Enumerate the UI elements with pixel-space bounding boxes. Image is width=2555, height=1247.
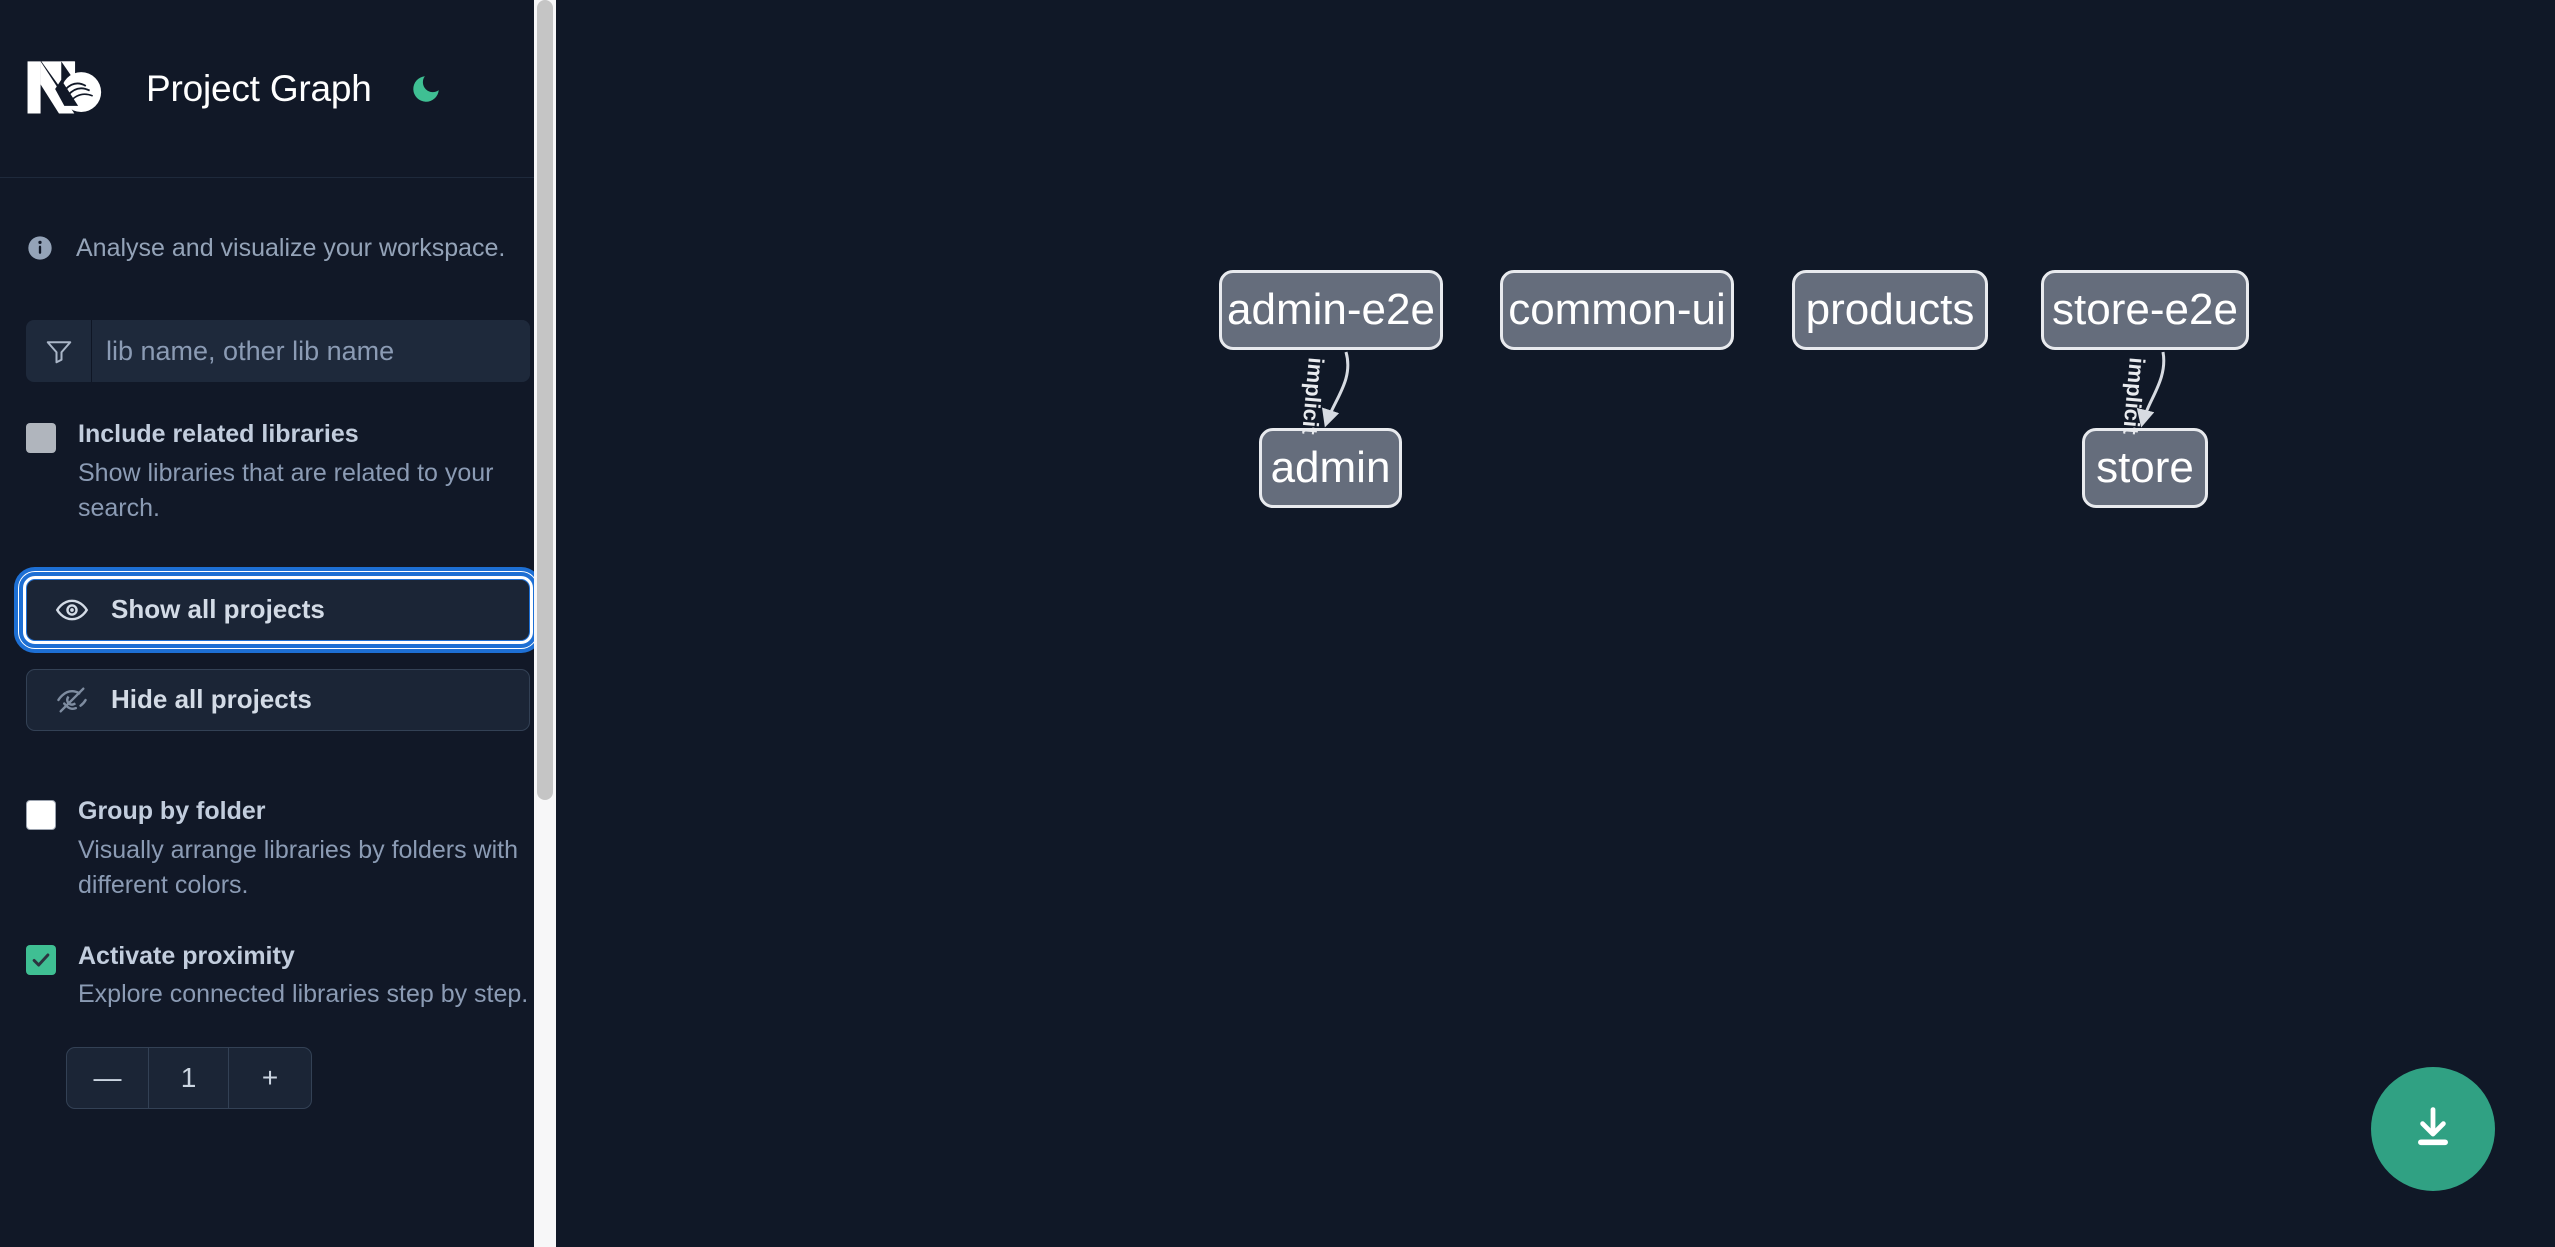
- sidebar-scrollbar-thumb[interactable]: [537, 0, 553, 800]
- stepper-value: 1: [149, 1047, 229, 1108]
- checkbox-activate-proximity[interactable]: [26, 944, 56, 975]
- graph-node-admin-e2e[interactable]: admin-e2e: [1219, 270, 1443, 350]
- moon-icon[interactable]: [406, 69, 446, 109]
- option-activate-proximity[interactable]: Activate proximity Explore connected lib…: [26, 940, 530, 1013]
- eye-off-icon: [53, 681, 91, 719]
- search-input[interactable]: [92, 320, 530, 382]
- sidebar: Project Graph Analyse and visualize your…: [0, 0, 556, 1247]
- filter-field[interactable]: [26, 320, 530, 382]
- option-include-related-libraries[interactable]: Include related libraries Show libraries…: [26, 418, 530, 527]
- stepper-increment-button[interactable]: +: [261, 1061, 279, 1093]
- option-description: Visually arrange libraries by folders wi…: [78, 835, 519, 900]
- graph-edges: [1322, 351, 2166, 428]
- option-label: Activate proximity: [78, 941, 295, 970]
- show-all-projects-label: Show all projects: [111, 594, 325, 625]
- download-icon: [2407, 1102, 2459, 1157]
- graph-node-store-e2e[interactable]: store-e2e: [2041, 270, 2249, 350]
- graph-node-common-ui[interactable]: common-ui: [1500, 270, 1734, 350]
- sidebar-body: Include related libraries Show libraries…: [0, 320, 556, 1109]
- option-description: Explore connected libraries step by step…: [78, 980, 529, 1009]
- nx-logo-icon: [26, 58, 118, 120]
- edge-admin-e2e-admin: [1322, 351, 1350, 428]
- option-group-by-folder[interactable]: Group by folder Visually arrange librari…: [26, 795, 530, 904]
- eye-icon: [53, 591, 91, 629]
- tagline-text: Analyse and visualize your workspace.: [76, 233, 506, 262]
- sidebar-header: Project Graph: [0, 0, 556, 178]
- option-description: Show libraries that are related to your …: [78, 458, 494, 523]
- graph-canvas[interactable]: admin-e2e common-ui products store-e2e a…: [556, 0, 2555, 1247]
- sidebar-scrollbar[interactable]: [534, 0, 556, 1247]
- spacer: [26, 731, 530, 759]
- show-all-projects-button[interactable]: Show all projects: [19, 571, 537, 648]
- checkbox-include-related-libraries[interactable]: [26, 423, 56, 453]
- hide-all-projects-label: Hide all projects: [111, 684, 312, 715]
- graph-node-products[interactable]: products: [1792, 270, 1988, 350]
- graph-node-admin[interactable]: admin: [1259, 428, 1402, 508]
- funnel-icon: [26, 320, 92, 382]
- download-graph-button[interactable]: [2371, 1067, 2495, 1191]
- hide-all-projects-button[interactable]: Hide all projects: [26, 668, 530, 731]
- stepper-decrement-button[interactable]: —: [67, 1047, 149, 1108]
- proximity-stepper[interactable]: — 1 +: [66, 1046, 312, 1109]
- page-title: Project Graph: [146, 67, 372, 109]
- graph-node-store[interactable]: store: [2082, 428, 2208, 508]
- tagline: Analyse and visualize your workspace.: [0, 178, 556, 274]
- option-label: Group by folder: [78, 796, 266, 825]
- edge-store-e2e-store: [2136, 351, 2166, 428]
- info-icon: [26, 234, 54, 262]
- option-label: Include related libraries: [78, 420, 359, 448]
- checkbox-group-by-folder[interactable]: [26, 799, 56, 830]
